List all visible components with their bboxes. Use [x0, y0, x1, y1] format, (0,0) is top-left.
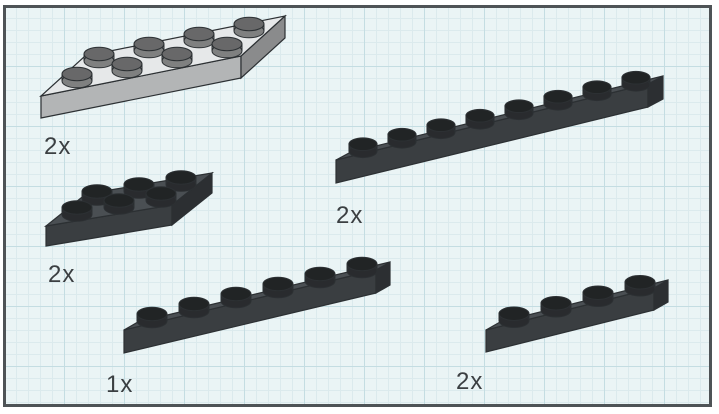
stud [137, 307, 167, 328]
stud [427, 119, 455, 139]
stud [505, 100, 533, 120]
lego-plate-1x6-dark [124, 257, 390, 353]
plate-top-face [336, 76, 663, 160]
stud [583, 286, 613, 307]
lego-plate-2x3-dark [46, 171, 212, 246]
stud [84, 47, 114, 68]
stud [162, 47, 192, 68]
stud [179, 297, 209, 318]
stud [622, 71, 650, 91]
quantity-label-2x3-plate: 2x [48, 263, 75, 287]
stud [112, 57, 142, 78]
lego-plate-1x4-dark [486, 276, 668, 353]
stud [305, 267, 335, 288]
stud [349, 138, 377, 158]
stud [263, 277, 293, 298]
stud [184, 27, 214, 48]
parts-list-panel: 2x 2x 2x 1x 2x [3, 5, 712, 407]
stud [347, 257, 377, 278]
quantity-label-1x4-plate: 2x [456, 370, 483, 394]
stud [541, 297, 571, 318]
quantity-label-1x8-plate: 2x [336, 204, 363, 228]
stud [62, 201, 92, 222]
quantity-label-white-plate: 2x [44, 135, 71, 159]
stud [104, 194, 134, 215]
stud [583, 81, 611, 101]
stud [134, 37, 164, 58]
stud [62, 67, 92, 88]
stud [221, 287, 251, 308]
stud [499, 307, 529, 328]
quantity-label-1x6-plate: 1x [106, 373, 133, 397]
stud [234, 17, 264, 38]
stud [544, 90, 572, 110]
stud [466, 109, 494, 129]
lego-plate-1x8-dark [336, 71, 663, 183]
stud [212, 37, 242, 58]
stud [625, 276, 655, 297]
lego-plate-2x4-white [41, 16, 285, 118]
stud [146, 187, 176, 208]
stud [388, 128, 416, 148]
